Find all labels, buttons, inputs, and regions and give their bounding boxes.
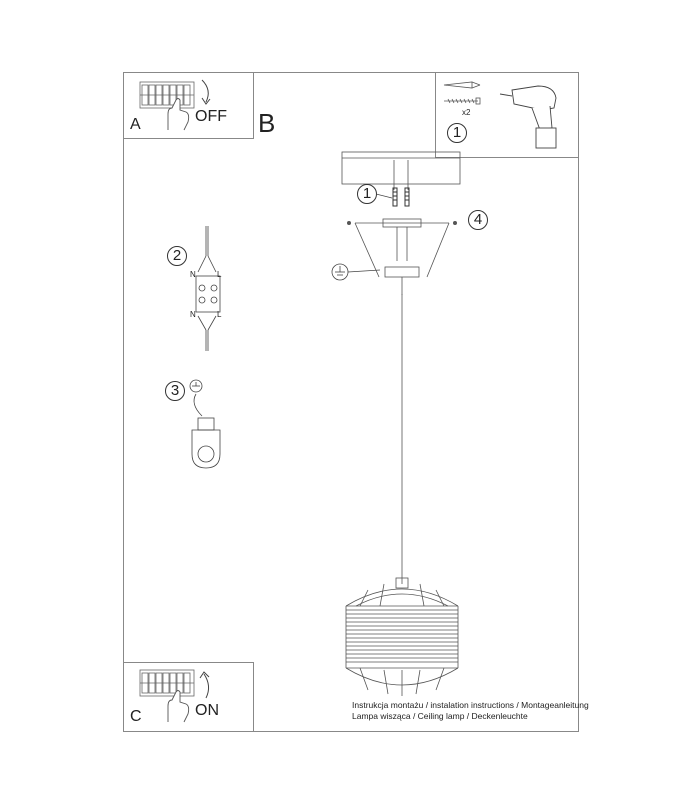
terminal-block [195,226,221,351]
step-1-screws: 1 [357,184,377,204]
arrow-icon [201,79,211,105]
panel-a-letter: A [130,116,141,133]
canopy [347,218,457,295]
step-3-ground: 3 [165,381,185,401]
drill-icon [499,85,557,149]
terminal-l-bottom: L [217,310,222,319]
terminal-n-top: N [190,270,196,279]
hand-icon-c [167,690,190,723]
ground-connector-icon [189,379,221,469]
screw-pair-icon [392,187,410,207]
panel-c-letter: C [130,708,142,725]
lamp-shade-icon [345,577,459,696]
lamp-cord [401,294,403,584]
step-1-tools: 1 [447,123,467,143]
step-4-bracket: 4 [468,210,488,230]
ground-icon [331,263,381,281]
arrow-up-icon [199,671,210,699]
panel-c [123,662,254,732]
breaker-icon [139,81,195,109]
terminal-l-top: L [217,270,222,279]
caption-line-2: Lampa wisząca / Ceiling lamp / Deckenleu… [352,711,528,721]
wall-plug-icon [443,81,481,89]
step-2-wiring: 2 [167,246,187,266]
panel-a-off-label: OFF [195,108,227,125]
screw-icon [444,97,481,105]
panel-a [123,72,254,139]
ceiling-mount [341,151,461,190]
terminal-n-bottom: N [190,310,196,319]
panel-c-on-label: ON [195,702,219,719]
hand-icon [167,98,190,131]
leader-line-1 [375,193,393,199]
tools-panel [435,72,579,158]
tool-quantity: x2 [462,108,471,117]
breaker-icon-c [139,669,195,697]
caption-line-1: Instrukcja montażu / instalation instruc… [352,700,589,710]
panel-b-letter: B [258,108,276,138]
page-frame [123,72,579,732]
